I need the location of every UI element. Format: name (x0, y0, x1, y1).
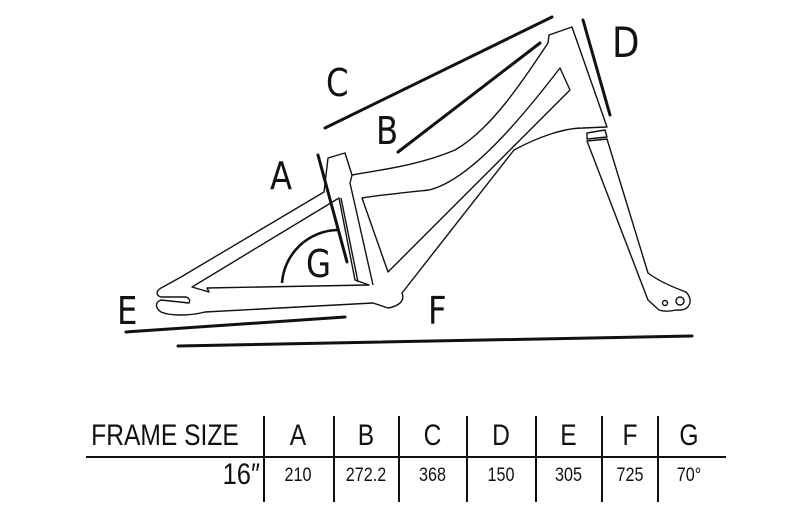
rear-triangle (191, 197, 370, 293)
value-a: 210 (284, 465, 312, 486)
label-f: F (428, 289, 447, 333)
column-divider (466, 416, 468, 502)
value-c: 368 (419, 465, 446, 486)
header-a: A (289, 419, 307, 452)
value-g: 70° (676, 465, 702, 486)
value-f: 725 (616, 465, 644, 486)
fork-dropout-hole-small (661, 299, 669, 307)
fork (586, 129, 691, 312)
header-c: C (423, 419, 442, 452)
value-b: 272.2 (345, 465, 387, 486)
frame-size-value: 16″ (222, 458, 260, 491)
dimension-line-d (581, 18, 612, 117)
column-divider (398, 416, 400, 502)
dimension-line-a (316, 153, 349, 264)
seat-tube (340, 174, 374, 286)
fork-dropout-hole (675, 296, 685, 306)
column-divider (333, 416, 335, 502)
header-d: D (492, 419, 510, 452)
column-divider (657, 416, 659, 502)
dimension-line-f (176, 334, 694, 348)
label-c: C (326, 61, 349, 105)
label-d: D (612, 18, 640, 67)
header-f: F (622, 419, 638, 452)
column-divider (535, 416, 537, 502)
dimension-line-b (396, 41, 542, 154)
angle-g-arc (280, 228, 338, 284)
main-triangle (361, 67, 571, 273)
label-e: E (117, 289, 138, 333)
label-a: A (270, 154, 293, 198)
header-frame-size: FRAME SIZE (91, 419, 239, 452)
column-divider (601, 416, 603, 502)
value-e: 305 (555, 465, 582, 486)
dimension-line-c (323, 15, 554, 130)
label-g: G (306, 242, 332, 286)
header-g: G (679, 419, 699, 452)
label-b: B (376, 109, 399, 153)
header-e: E (560, 419, 577, 452)
dimension-line-e (124, 315, 347, 334)
frame-outline (155, 26, 608, 316)
header-b: B (357, 419, 375, 452)
column-divider (263, 416, 265, 502)
value-d: 150 (487, 465, 515, 486)
table-header-divider (86, 456, 726, 458)
